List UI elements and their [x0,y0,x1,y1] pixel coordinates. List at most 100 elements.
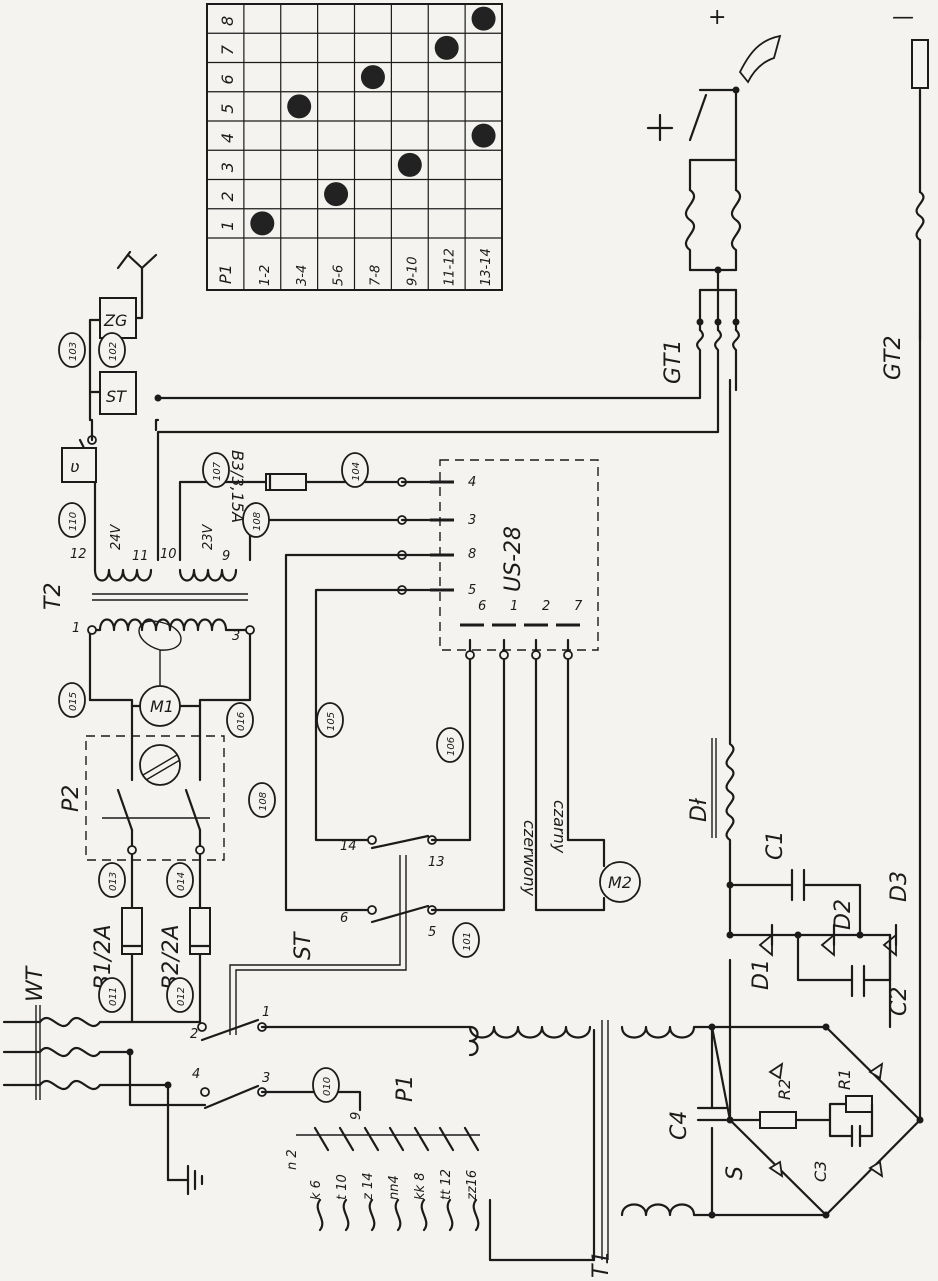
svg-text:107: 107 [212,461,223,481]
svg-text:108: 108 [258,792,269,811]
table-column-number: 2 [218,191,237,201]
svg-text:011: 011 [108,987,119,1006]
table-row-label: 9-10 [405,256,420,286]
svg-text:105: 105 [326,712,337,731]
svg-text:C2: C2 [887,987,912,1016]
table-row-label: 5-6 [332,265,347,286]
s-label: S [723,1166,748,1180]
svg-text:2: 2 [190,1027,198,1042]
table-column-number: 5 [218,104,237,114]
plus-terminal: + [708,5,726,30]
p1-tap-label: tt 12 [439,1169,454,1200]
svg-text:014: 014 [176,872,187,891]
svg-text:24V: 24V [109,523,124,550]
svg-text:3: 3 [468,513,476,528]
p1-tap-label: z 14 [361,1173,376,1202]
gt2-label: GT2 [881,336,906,380]
table-column-number: 3 [218,162,237,172]
svg-text:104: 104 [351,462,362,481]
table-column-number: 1 [218,221,237,231]
svg-text:D3: D3 [887,871,912,902]
node-label: 014 [166,862,194,898]
table-row-label: 7-8 [369,265,384,286]
dl-label: Dł [687,798,712,822]
table-row-label: 11-12 [442,248,457,286]
table-header: P1 [216,264,235,284]
node-label: 104 [341,452,369,488]
table-row-label: 3-4 [295,265,310,286]
svg-text:7: 7 [574,599,583,614]
wt-label: WT [23,965,48,1002]
svg-text:R1: R1 [835,1069,854,1090]
t1-label: T1 [589,1251,614,1278]
svg-text:23V: 23V [201,523,216,550]
svg-text:015: 015 [68,692,79,711]
table-column-number: 7 [218,44,237,55]
mains-input: WT [2,965,204,1196]
svg-text:ST: ST [106,387,127,406]
p2-label: P2 [59,785,84,812]
table-mark-dot [471,6,496,31]
svg-text:3: 3 [232,629,240,644]
svg-text:2: 2 [542,599,550,614]
svg-text:1: 1 [72,621,80,636]
p1-tap-label: nn4 [387,1175,402,1200]
us28-block: US-28 4 3 8 5 6 1 2 7 [397,459,599,660]
node-label: 108 [242,502,270,538]
node-label: 110 [58,502,86,538]
svg-text:5: 5 [428,925,436,940]
node-label: 013 [98,862,126,898]
svg-text:4: 4 [468,475,476,490]
svg-text:110: 110 [68,512,79,531]
output-section: GT1 + GT2 — [646,5,929,392]
fan-motor: M1 [88,620,252,727]
node-label: 016 [226,702,254,738]
p1-tap-label: zz16 [465,1170,480,1201]
wire-czerwony: czerwony [520,820,539,897]
svg-text:ZG: ZG [103,311,127,330]
table-mark-dot [471,123,496,148]
node-label: 105 [316,702,344,738]
table-column-number: 6 [218,74,237,84]
t2-label: T2 [41,583,66,610]
svg-text:11: 11 [132,549,149,564]
us28-label: US-28 [501,526,526,592]
p2-block: P2 [59,703,225,861]
gt1-label: GT1 [661,340,686,384]
table-mark-dot [250,211,275,236]
svg-text:012: 012 [176,987,187,1006]
node-label: 106 [436,727,464,763]
bridge-rectifier: C4 S R2 R1 C3 [667,1023,924,1219]
svg-text:9: 9 [222,549,230,564]
p1-tap-label: k 6 [309,1180,324,1200]
secondary-wiring: ʋ ST ZG B3/3,15A [61,250,720,572]
svg-text:ʋ: ʋ [70,457,80,476]
svg-text:10: 10 [160,547,177,562]
node-label: 015 [58,682,86,718]
table-mark-dot [360,65,385,90]
node-label: 107 [202,452,230,488]
svg-text:106: 106 [446,737,457,756]
table-row-label: 1-2 [258,265,273,286]
table-column-number: 8 [218,16,237,26]
node-label: 101 [452,922,480,958]
svg-text:D1: D1 [749,959,774,990]
table-mark-dot [434,35,459,60]
svg-text:102: 102 [108,342,119,361]
svg-text:1: 1 [262,1005,270,1020]
svg-text:6: 6 [340,911,348,926]
svg-text:108: 108 [252,512,263,531]
p1-label: P1 [393,1075,418,1102]
node-label: 103 [58,332,86,368]
svg-text:M1: M1 [150,697,174,716]
svg-text:013: 013 [108,872,119,891]
svg-text:R2: R2 [775,1079,794,1100]
p1-tap-label: kk 8 [413,1173,428,1200]
svg-text:101: 101 [462,932,473,951]
table-marks [250,6,496,236]
